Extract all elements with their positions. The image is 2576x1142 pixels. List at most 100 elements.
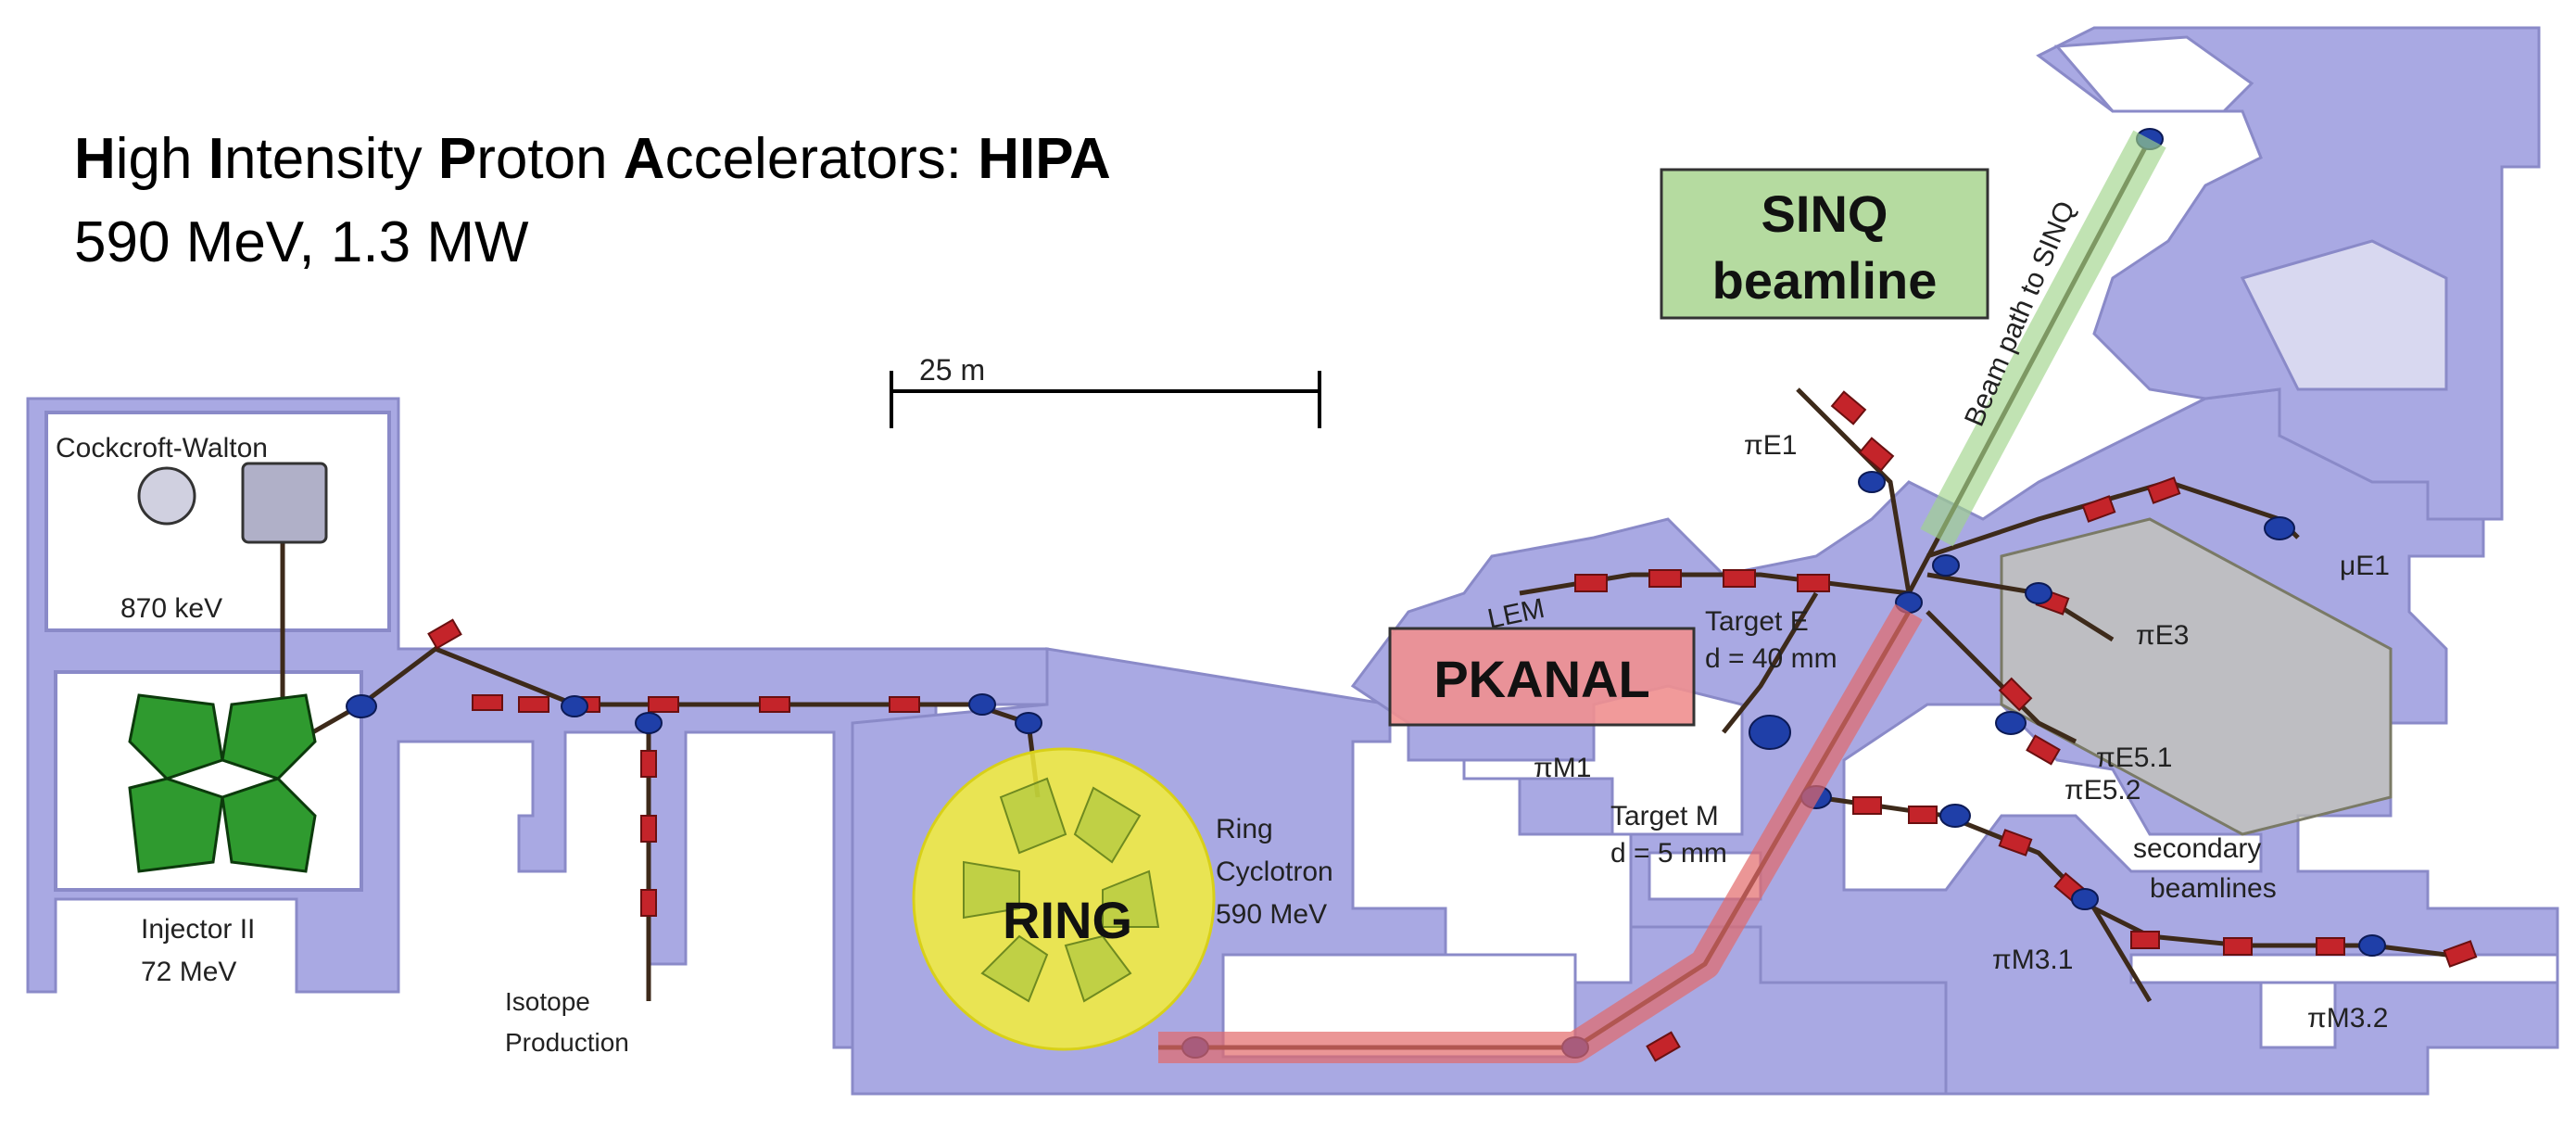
injector-sector (221, 777, 317, 873)
pkanal-highlight (1158, 603, 1923, 1063)
sinq-hall-block (2240, 239, 2448, 391)
magnet (640, 889, 657, 917)
magnet (2316, 937, 2345, 956)
injector-sectors (128, 693, 317, 873)
sinq-callout-line1: SINQ (1762, 184, 1888, 243)
ring-sector (1102, 869, 1160, 928)
title-bold-2: I (208, 127, 224, 191)
magnet (472, 694, 503, 711)
title-bold-1: H (74, 127, 116, 191)
title-rest-3: roton (476, 127, 624, 191)
magnet (640, 750, 657, 778)
cockcroft-energy: 870 keV (120, 593, 222, 624)
ring-callout-label: RING (1003, 891, 1132, 949)
beamline-pim31: πM3.1 (1992, 945, 2073, 975)
title-bold-4: A (624, 127, 665, 191)
magnet (561, 695, 588, 717)
magnet (1830, 390, 1867, 425)
magnet (1939, 804, 1971, 828)
injector-sector (221, 693, 317, 780)
beamline-pie3: πE3 (2136, 620, 2189, 651)
beam-pie1 (1796, 387, 1912, 594)
sinq-callout-line2: beamline (1712, 251, 1938, 310)
secondary-label-2: beamlines (2150, 873, 2277, 904)
title-bold-3: P (438, 127, 476, 191)
sinq-highlight (1920, 130, 2166, 547)
isotope-label-1: Isotope (505, 987, 590, 1016)
magnet (2264, 516, 2295, 540)
beamline-pie51: πE5.1 (2096, 742, 2172, 773)
target-e-label: Target E (1705, 606, 1809, 637)
cockcroft-apparatus (137, 462, 328, 544)
sinq-target-room (2053, 35, 2254, 113)
page-title: High Intensity Proton Accelerators: HIPA (74, 127, 1111, 191)
ring-label-2: Cyclotron (1216, 856, 1333, 887)
beam-pim31 (2091, 907, 2153, 1003)
magnet (2130, 931, 2160, 949)
beam-pim1 (1722, 591, 1819, 734)
hall-cutout-4 (2129, 953, 2559, 984)
magnet (889, 696, 920, 713)
injector-label: Injector II (141, 914, 255, 945)
magnet (1852, 796, 1882, 815)
target-m-size: d = 5 mm (1610, 838, 1727, 869)
title-rest-1: igh (116, 127, 208, 191)
magnet (759, 696, 790, 713)
injector-energy: 72 MeV (141, 957, 236, 987)
magnet (1995, 711, 2027, 735)
pkanal-callout-box (1388, 627, 1696, 727)
magnet (2081, 495, 2116, 523)
magnet (1723, 569, 1756, 588)
ring-sector (963, 860, 1020, 920)
magnet (1858, 437, 1895, 472)
magnet (2025, 582, 2052, 604)
title-rest-4: ccelerators: (665, 127, 979, 191)
page-subtitle: 590 MeV, 1.3 MW (74, 210, 529, 274)
magnet (1648, 569, 1682, 588)
scale-bar: 25 m (890, 353, 1321, 428)
cockcroft-label: Cockcroft-Walton (56, 433, 268, 463)
cockcroft-room (44, 411, 391, 632)
magnet (1015, 712, 1042, 734)
beamline-pie1: πE1 (1744, 430, 1797, 461)
magnet (2146, 476, 2181, 504)
cw-sphere (137, 466, 196, 526)
ring-sector (980, 934, 1049, 1003)
magnet (1749, 715, 1791, 750)
magnet (1858, 471, 1886, 493)
magnet (2443, 940, 2478, 968)
dipole-magnets (427, 390, 2478, 1062)
beamline-pim32: πM3.2 (2307, 1003, 2388, 1034)
title-bold-5: HIPA (978, 127, 1111, 191)
magnet (635, 712, 663, 734)
beamline-pie52: πE5.2 (2065, 775, 2140, 806)
magnet (346, 694, 377, 718)
magnet (1797, 574, 1830, 592)
magnet (1998, 829, 2033, 856)
magnet (968, 693, 996, 716)
magnet (1998, 677, 2033, 712)
magnet (1932, 554, 1960, 577)
injector-sector (128, 693, 224, 780)
isotope-label-2: Production (505, 1028, 629, 1057)
magnet (427, 618, 462, 650)
magnet (1574, 574, 1608, 592)
ring-sectors (963, 777, 1160, 1003)
beamline-mue1: μE1 (2340, 551, 2390, 581)
beamline-pim1: πM1 (1534, 753, 1591, 783)
magnet (648, 696, 679, 713)
scale-bar-label: 25 m (919, 353, 985, 387)
sinq-callout-box (1660, 168, 1989, 320)
magnet (2358, 934, 2386, 957)
ring-label-3: 590 MeV (1216, 899, 1327, 930)
sinq-callout: SINQ beamline (1660, 168, 1989, 320)
magnet (1908, 806, 1938, 824)
pkanal-callout-label: PKANAL (1433, 650, 1649, 708)
magnet (1646, 1031, 1681, 1062)
ring-sector (1073, 786, 1142, 864)
cw-high-voltage-unit (241, 462, 328, 544)
hall-cutout-5 (2259, 981, 2337, 1049)
magnet (2223, 937, 2253, 956)
